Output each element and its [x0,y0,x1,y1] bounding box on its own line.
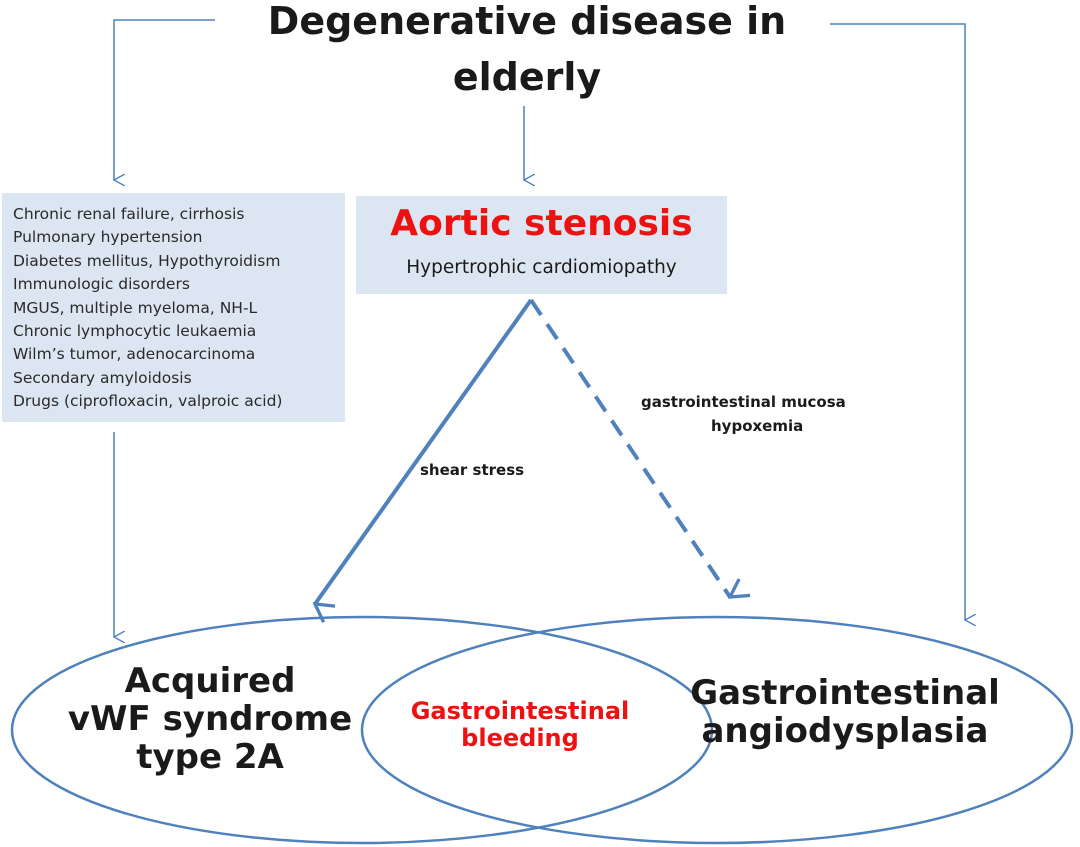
diagram-title-line2: elderly [452,55,602,99]
arrow-mucosa-hypoxemia [529,298,730,597]
arrow-title-to-angiodysplasia [830,23,965,620]
arrow-shear-stress [315,298,533,604]
vwf-line: type 2A [136,737,284,778]
vwf-syndrome-label: Acquired vWF syndrome type 2A [40,662,380,776]
vwf-line: Acquired [124,661,296,701]
gi-bleeding-line: Gastrointestinal [410,697,630,725]
angiodysplasia-label: Gastrointestinal angiodysplasia [660,674,1030,750]
causes-box: Chronic renal failure, cirrhosis Pulmona… [2,193,345,422]
aortic-stenosis-subtitle: Hypertrophic cardiomiopathy [406,257,677,278]
cause-item: Pulmonary hypertension [13,228,203,247]
gi-bleeding-line: bleeding [461,723,579,752]
cause-item: Chronic lymphocytic leukaemia [13,322,257,341]
angiodysplasia-oval [360,615,1074,845]
aortic-stenosis-title: Aortic stenosis [390,203,693,244]
cause-item: Diabetes mellitus, Hypothyroidism [13,251,281,270]
cause-item: Wilm’s tumor, adenocarcinoma [13,345,256,364]
angiodysplasia-line: Gastrointestinal [690,673,1000,713]
cause-item: Secondary amyloidosis [13,368,192,387]
cause-item: Immunologic disorders [13,275,190,294]
shear-stress-label: shear stress [420,461,525,479]
arrow-title-to-causes [114,19,215,180]
cause-item: Chronic renal failure, cirrhosis [13,205,245,223]
mucosa-label-line2: hypoxemia [711,417,804,435]
aortic-stenosis-box: Aortic stenosis Hypertrophic cardiomiopa… [356,196,727,294]
cause-item: Drugs (ciprofloxacin, valproic acid) [13,392,283,411]
angiodysplasia-line: angiodysplasia [701,711,989,752]
mucosa-label-line1: gastrointestinal mucosa [641,393,846,411]
diagram-title-line1: Degenerative disease in [267,0,787,43]
vwf-line: vWF syndrome [67,699,353,740]
gi-bleeding-label: Gastrointestinal bleeding [375,698,665,752]
vwf-oval [10,615,714,845]
cause-item: MGUS, multiple myeloma, NH-L [13,298,258,317]
